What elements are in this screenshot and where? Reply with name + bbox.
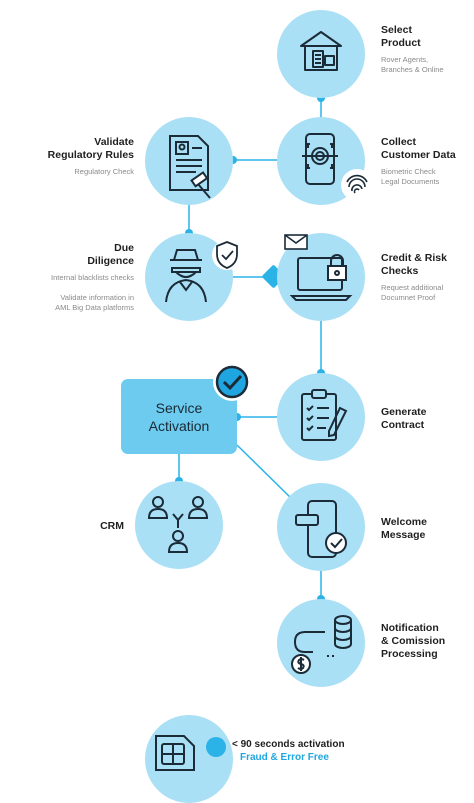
select-product-title: Select Product xyxy=(381,24,421,49)
sim-circle xyxy=(145,715,233,803)
fingerprint-icon xyxy=(341,169,373,201)
regulatory-document-icon xyxy=(169,135,211,199)
select-product-sub: Rover Agents, Branches & Online xyxy=(381,55,444,74)
generate-contract-text: Generate Contract xyxy=(381,406,473,432)
welcome-message-title: Welcome Message xyxy=(381,516,427,541)
coins-payment-icon xyxy=(291,615,352,674)
laptop-lock-icon xyxy=(290,254,353,301)
spy-agent-icon xyxy=(165,249,207,303)
contract-document-icon xyxy=(301,389,348,441)
due-diligence-text: Due Diligence Internal blacklists checks… xyxy=(8,242,134,313)
face-scan-phone-icon xyxy=(302,133,338,185)
activation-time-text: < 90 seconds activation xyxy=(232,739,345,750)
notification-text: Notification & Comission Processing xyxy=(381,622,473,661)
sim-card-icon xyxy=(155,735,195,771)
fraud-free-text: Fraud & Error Free xyxy=(240,752,329,763)
phone-message-icon xyxy=(295,500,347,558)
due-diligence-title: Due Diligence xyxy=(87,242,134,267)
sim-dot xyxy=(206,737,226,757)
service-activation-title: Service Activation xyxy=(148,399,210,434)
users-network-icon xyxy=(147,496,209,553)
notification-title: Notification & Comission Processing xyxy=(381,622,446,660)
credit-risk-sub: Request additional Documnet Proof xyxy=(381,283,444,302)
activation-summary: < 90 seconds activation Fraud & Error Fr… xyxy=(232,738,345,764)
crm-title: CRM xyxy=(100,520,124,532)
select-product-text: Select Product Rover Agents, Branches & … xyxy=(381,24,473,75)
activation-check-badge-icon xyxy=(213,363,251,401)
crm-text: CRM xyxy=(60,520,124,533)
shield-check-icon xyxy=(212,240,242,270)
building-icon xyxy=(300,31,342,71)
credit-risk-title: Credit & Risk Checks xyxy=(381,252,447,277)
collect-data-title: Collect Customer Data xyxy=(381,136,456,161)
validate-rules-sub: Regulatory Check xyxy=(74,167,134,176)
validate-rules-text: Validate Regulatory Rules Regulatory Che… xyxy=(8,136,134,177)
validate-rules-title: Validate Regulatory Rules xyxy=(47,136,134,161)
collect-data-text: Collect Customer Data Biometric Check Le… xyxy=(381,136,473,187)
generate-contract-title: Generate Contract xyxy=(381,406,427,431)
welcome-message-text: Welcome Message xyxy=(381,516,473,542)
envelope-icon xyxy=(284,234,308,250)
due-diligence-sub: Internal blacklists checks Validate info… xyxy=(51,273,134,312)
collect-data-sub: Biometric Check Legal Documents xyxy=(381,167,440,186)
credit-risk-text: Credit & Risk Checks Request additional … xyxy=(381,252,473,303)
